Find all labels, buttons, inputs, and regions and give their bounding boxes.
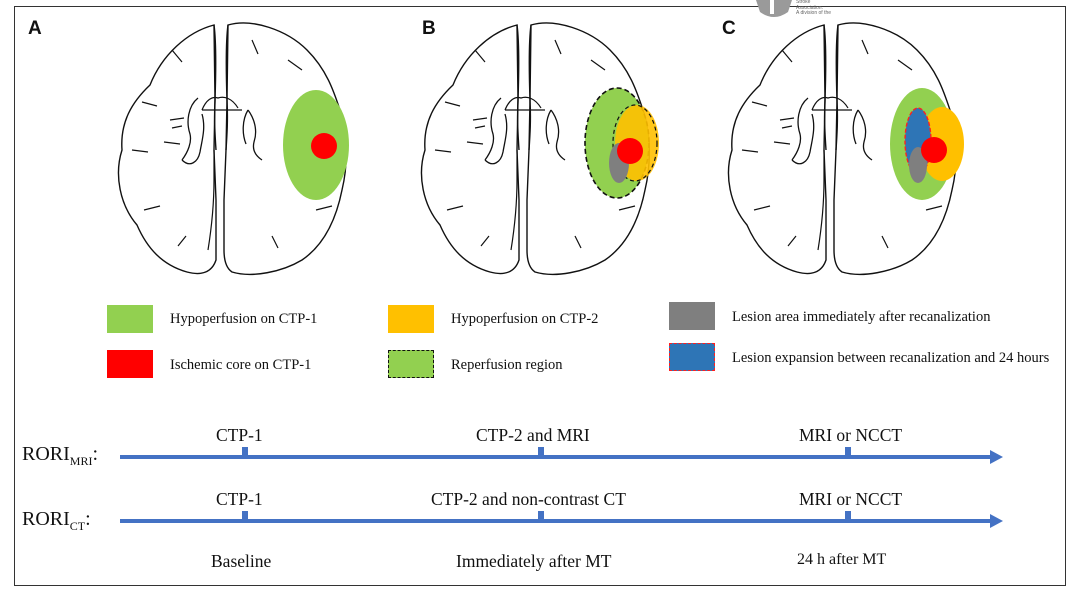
timeline-tick: [242, 511, 248, 523]
legend-swatch-blue-dashed: [669, 343, 715, 371]
timeline-point-label: CTP-1: [216, 425, 263, 445]
legend-label: Reperfusion region: [451, 357, 563, 373]
timeline-point-label: CTP-1: [216, 489, 263, 509]
legend-swatch-orange: [388, 305, 434, 333]
rori-subscript: CT: [69, 519, 86, 533]
legend-swatch-gray: [669, 302, 715, 330]
legend-swatch-green: [107, 305, 153, 333]
rori-name: RORI: [22, 508, 70, 530]
legend-label: Hypoperfusion on CTP-2: [451, 311, 599, 327]
logo-line-2: Association.: [796, 4, 823, 11]
rori-subscript: MRI: [69, 454, 93, 468]
logo-line-3: A division of the: [796, 10, 832, 16]
timeline-tick: [242, 447, 248, 459]
timeline-ct-arrow: [120, 511, 1003, 528]
legend-label: Ischemic core on CTP-1: [170, 357, 312, 373]
timeline-point-label: MRI or NCCT: [799, 489, 903, 509]
rori-colon: :: [92, 443, 99, 465]
legend-label: Hypoperfusion on CTP-1: [170, 311, 318, 327]
legend-label: Lesion area immediately after recanaliza…: [732, 309, 991, 325]
timeline-tick: [845, 447, 851, 459]
timeline-mri-arrow: [120, 447, 1003, 464]
timeline-tick: [538, 447, 544, 459]
rori-ct-label: RORICT:: [22, 508, 91, 534]
timeline-tick: [845, 511, 851, 523]
figure-frame: [14, 6, 1066, 586]
legend-swatch-green-dashed: [388, 350, 434, 378]
ischemic-core-region: [921, 137, 947, 163]
ischemic-core-region: [617, 138, 643, 164]
time-label-baseline: Baseline: [211, 551, 272, 571]
rori-name: RORI: [22, 443, 70, 465]
brain-panel-a: [117, 22, 349, 276]
timeline-point-label: CTP-2 and MRI: [476, 425, 590, 445]
panel-letter-b: B: [422, 18, 436, 39]
time-label-immediate: Immediately after MT: [456, 551, 612, 571]
logo-text: Stroke Association. A division of the: [796, 0, 831, 17]
brain-panels: [117, 22, 964, 276]
ischemic-core-region: [311, 133, 337, 159]
stroke-association-logo: [756, 0, 792, 17]
timeline-point-label: MRI or NCCT: [799, 425, 903, 445]
logo-line-1: Stroke: [796, 0, 811, 5]
timeline-tick: [538, 511, 544, 523]
rori-mri-label: RORIMRI:: [22, 443, 98, 469]
legend-label: Lesion expansion between recanalization …: [732, 350, 1050, 366]
panel-letter-a: A: [28, 18, 42, 39]
timeline-point-label: CTP-2 and non-contrast CT: [431, 489, 626, 509]
brain-panel-b: [420, 22, 659, 276]
rori-colon: :: [85, 508, 91, 530]
time-label-24h: 24 h after MT: [797, 551, 887, 568]
panel-letter-c: C: [722, 18, 736, 39]
brain-panel-c: [727, 22, 964, 276]
legend-swatch-red: [107, 350, 153, 378]
